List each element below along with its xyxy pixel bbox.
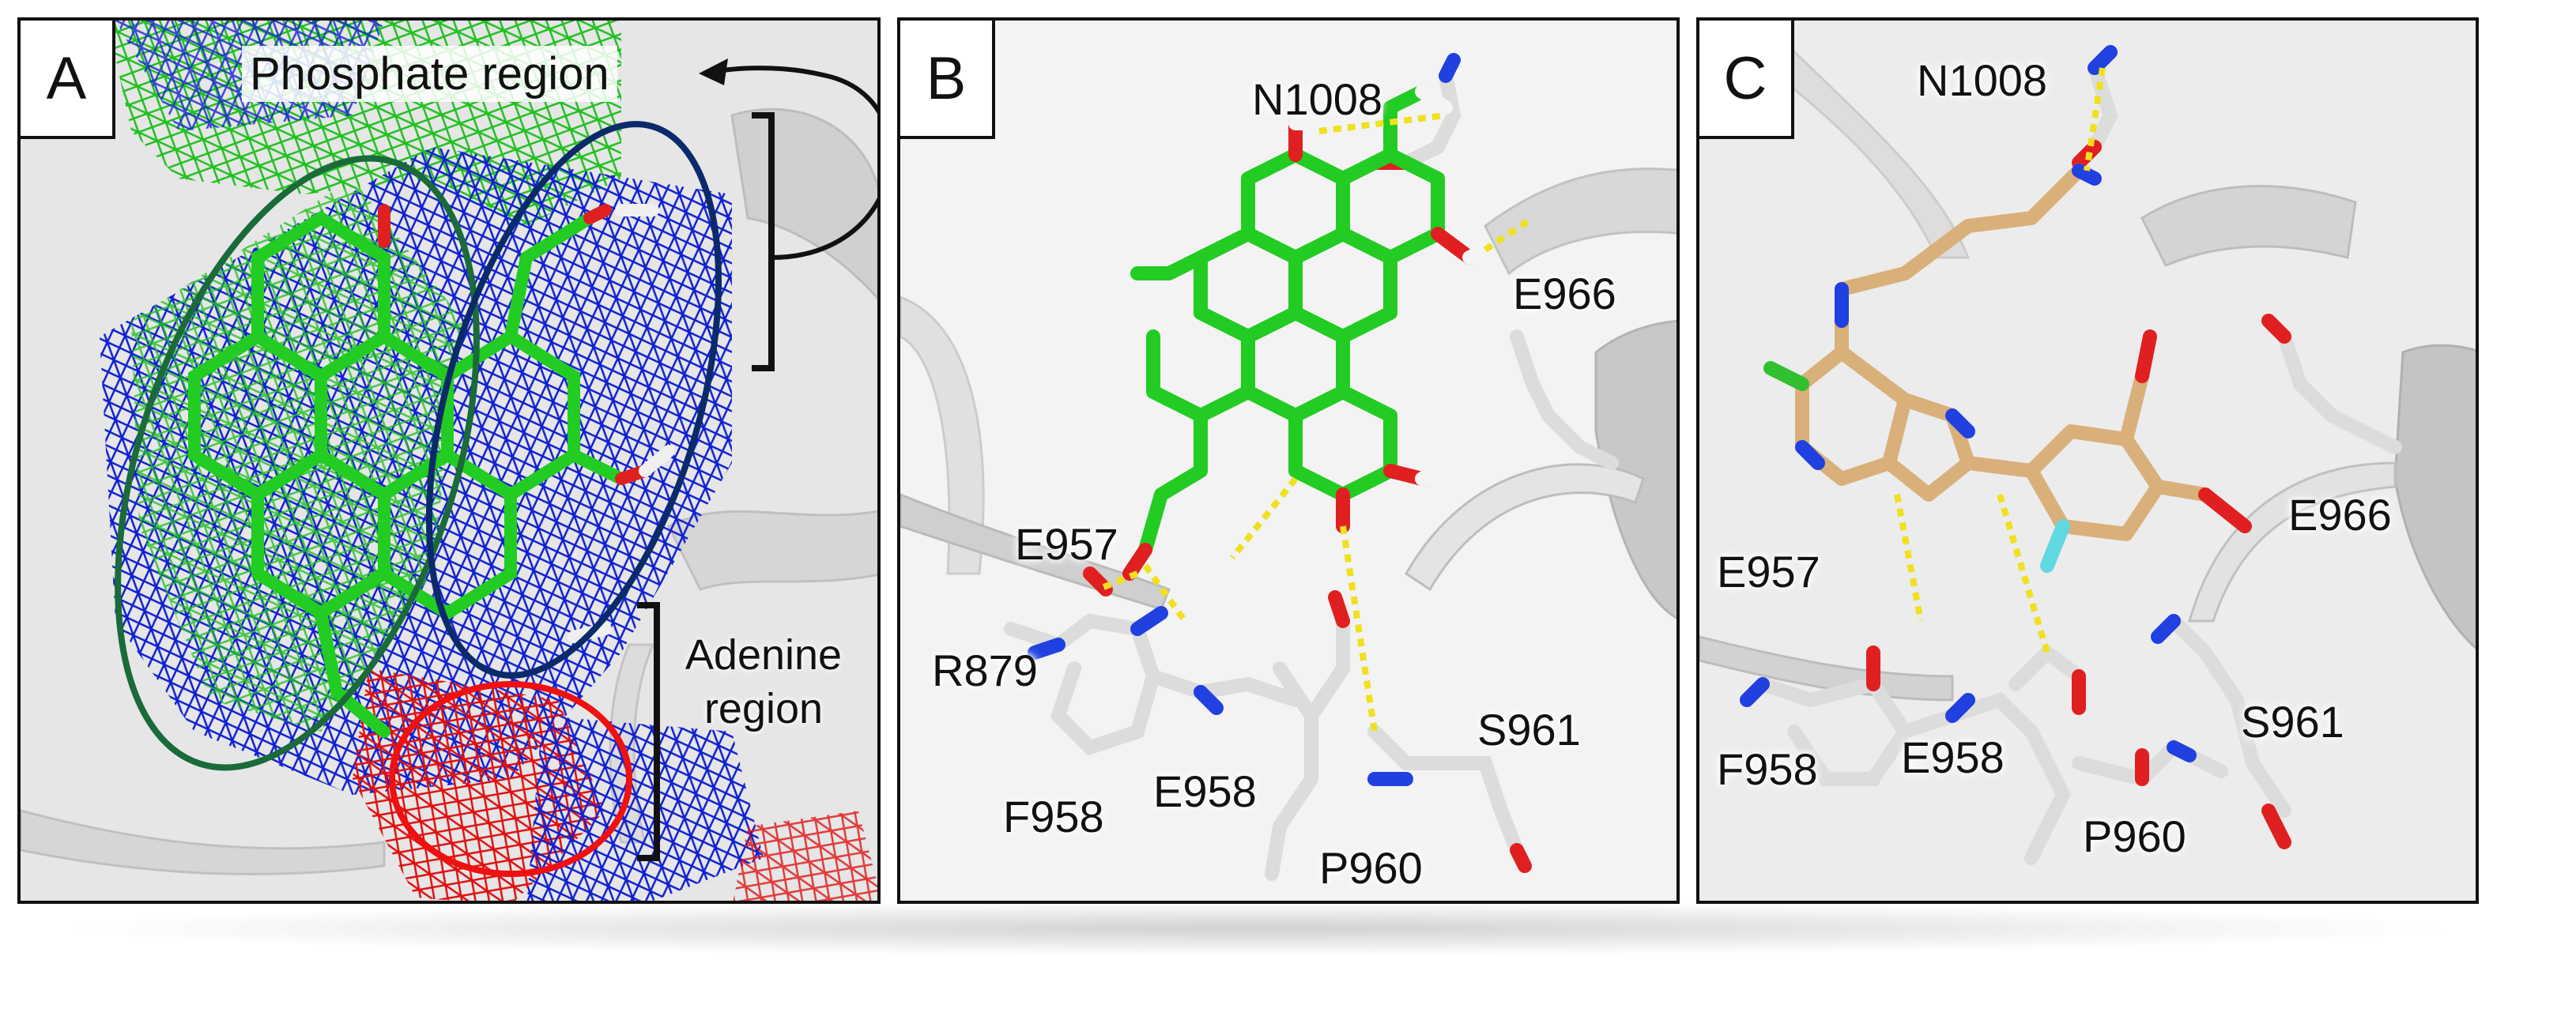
panel-c-structure-image [1699, 21, 2476, 865]
adenine-region-label: Adenine region [661, 629, 866, 736]
panel-c: C N1008 E966 E957 F958 E958 S961 P960 [1696, 17, 2479, 904]
panel-shadow [47, 901, 2466, 956]
panel-b: B N1008 E966 E957 R879 F958 E958 S961 P9… [897, 17, 1680, 904]
panel-c-label-n1008: N1008 [1917, 55, 2048, 105]
adenine-label-line2: region [703, 684, 824, 732]
panel-c-label-p960: P960 [2083, 811, 2186, 861]
panel-c-label-e957: E957 [1717, 547, 1820, 597]
panel-b-label-s961: S961 [1477, 705, 1581, 755]
panel-b-label-r879: R879 [932, 645, 1038, 695]
panel-b-label-p960: P960 [1319, 843, 1423, 893]
panel-c-letter: C [1699, 21, 1794, 139]
panel-c-label-e958: E958 [1901, 732, 2005, 782]
panel-a: A Phosphate region Adenine region [17, 17, 881, 904]
adenine-label-line1: Adenine [685, 631, 843, 679]
panel-a-structure-image [21, 21, 877, 901]
phosphate-region-label: Phosphate region [242, 46, 617, 102]
panel-a-letter: A [21, 21, 115, 139]
panel-b-label-e958: E958 [1153, 766, 1257, 816]
panel-b-label-f958: F958 [1003, 792, 1104, 841]
panel-b-letter: B [900, 21, 995, 139]
panel-c-label-f958: F958 [1717, 744, 1818, 794]
panel-b-structure-image [900, 53, 1676, 881]
panel-c-label-e966: E966 [2288, 490, 2392, 540]
panel-b-label-n1008: N1008 [1252, 74, 1383, 124]
panel-b-label-e966: E966 [1513, 269, 1616, 318]
panel-c-label-s961: S961 [2241, 697, 2344, 747]
panel-b-label-e957: E957 [1015, 519, 1118, 569]
